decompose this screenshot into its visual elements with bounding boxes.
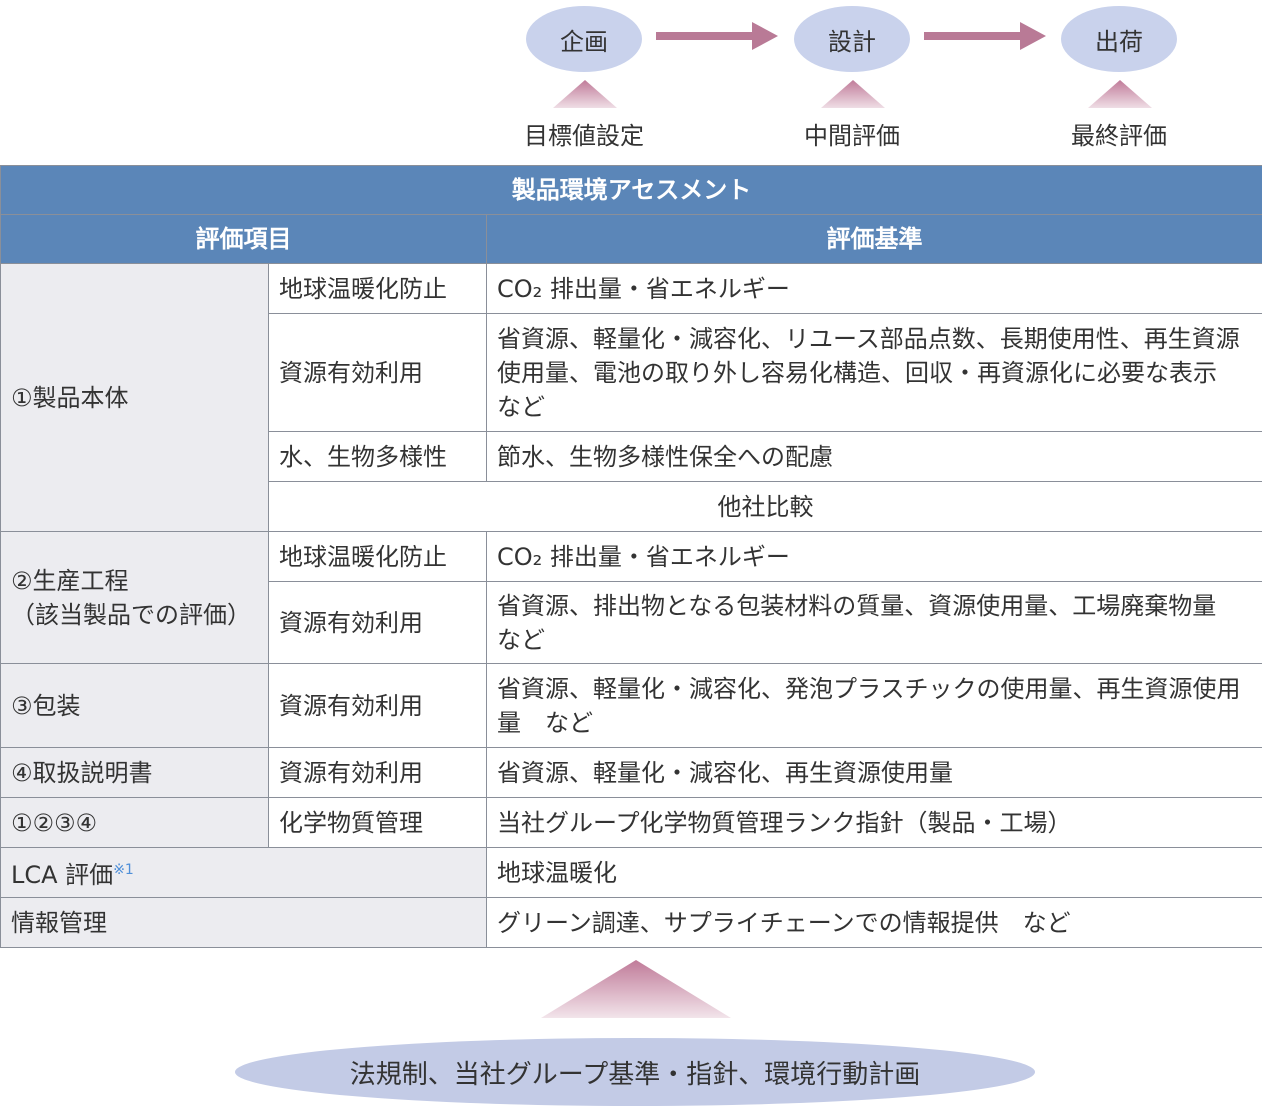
- category-production-line1: ②生産工程: [11, 566, 129, 595]
- item-resource-use: 資源有効利用: [268, 313, 487, 432]
- item-resource-use-production: 資源有効利用: [268, 581, 487, 664]
- eval-interim: 中間評価: [804, 122, 900, 150]
- flow-arrow-2: [924, 22, 1046, 50]
- category-information: 情報管理: [0, 897, 487, 948]
- category-product: ①製品本体: [0, 263, 269, 532]
- column-header-items: 評価項目: [0, 214, 487, 264]
- category-all: ①②③④: [0, 797, 269, 848]
- criteria-manual: 省資源、軽量化・減容化、再生資源使用量: [486, 747, 1262, 798]
- flow-arrow-1: [656, 22, 778, 50]
- criteria-co2-production: CO₂ 排出量・省エネルギー: [486, 531, 1262, 582]
- stage-planning: 企画: [526, 6, 642, 72]
- category-lca: LCA 評価※1: [0, 847, 487, 898]
- category-lca-label: LCA 評価: [11, 861, 114, 889]
- basis-oval: 法規制、当社グループ基準・指針、環境行動計画: [235, 1038, 1035, 1106]
- footnote-marker: ※1: [113, 862, 134, 878]
- eval-final: 最終評価: [1071, 122, 1167, 150]
- category-production-line2: （該当製品での評価）: [11, 600, 251, 629]
- criteria-competitor-comparison: 他社比較: [268, 481, 1262, 532]
- item-chemical-management: 化学物質管理: [268, 797, 487, 848]
- category-packaging: ③包装: [0, 663, 269, 748]
- criteria-water: 節水、生物多様性保全への配慮: [486, 431, 1262, 482]
- item-global-warming: 地球温暖化防止: [268, 263, 487, 314]
- assessment-table: 製品環境アセスメント 評価項目 評価基準 ①製品本体 地球温暖化防止 CO₂ 排…: [0, 165, 1262, 948]
- category-manual: ④取扱説明書: [0, 747, 269, 798]
- criteria-packaging: 省資源、軽量化・減容化、発泡プラスチックの使用量、再生資源使用量 など: [486, 663, 1262, 748]
- item-water-biodiversity: 水、生物多様性: [268, 431, 487, 482]
- process-flow: 企画 設計 出荷 目標値設定 中間評価 最終評価: [0, 0, 1262, 165]
- stage-shipping: 出荷: [1061, 6, 1177, 72]
- criteria-chemical: 当社グループ化学物質管理ランク指針（製品・工場）: [486, 797, 1262, 848]
- column-header-criteria: 評価基準: [486, 214, 1262, 264]
- criteria-information: グリーン調達、サプライチェーンでの情報提供 など: [486, 897, 1262, 948]
- criteria-co2: CO₂ 排出量・省エネルギー: [486, 263, 1262, 314]
- criteria-resource-product: 省資源、軽量化・減容化、リユース部品点数、長期使用性、再生資源使用量、電池の取り…: [486, 313, 1262, 432]
- table-title: 製品環境アセスメント: [0, 165, 1262, 215]
- item-resource-use-manual: 資源有効利用: [268, 747, 487, 798]
- item-global-warming-production: 地球温暖化防止: [268, 531, 487, 582]
- category-production: ②生産工程 （該当製品での評価）: [0, 531, 269, 664]
- criteria-lca: 地球温暖化: [486, 847, 1262, 898]
- item-resource-use-packaging: 資源有効利用: [268, 663, 487, 748]
- eval-target-setting: 目標値設定: [524, 122, 644, 150]
- criteria-resource-production: 省資源、排出物となる包装材料の質量、資源使用量、工場廃棄物量 など: [486, 581, 1262, 664]
- stage-design: 設計: [794, 6, 910, 72]
